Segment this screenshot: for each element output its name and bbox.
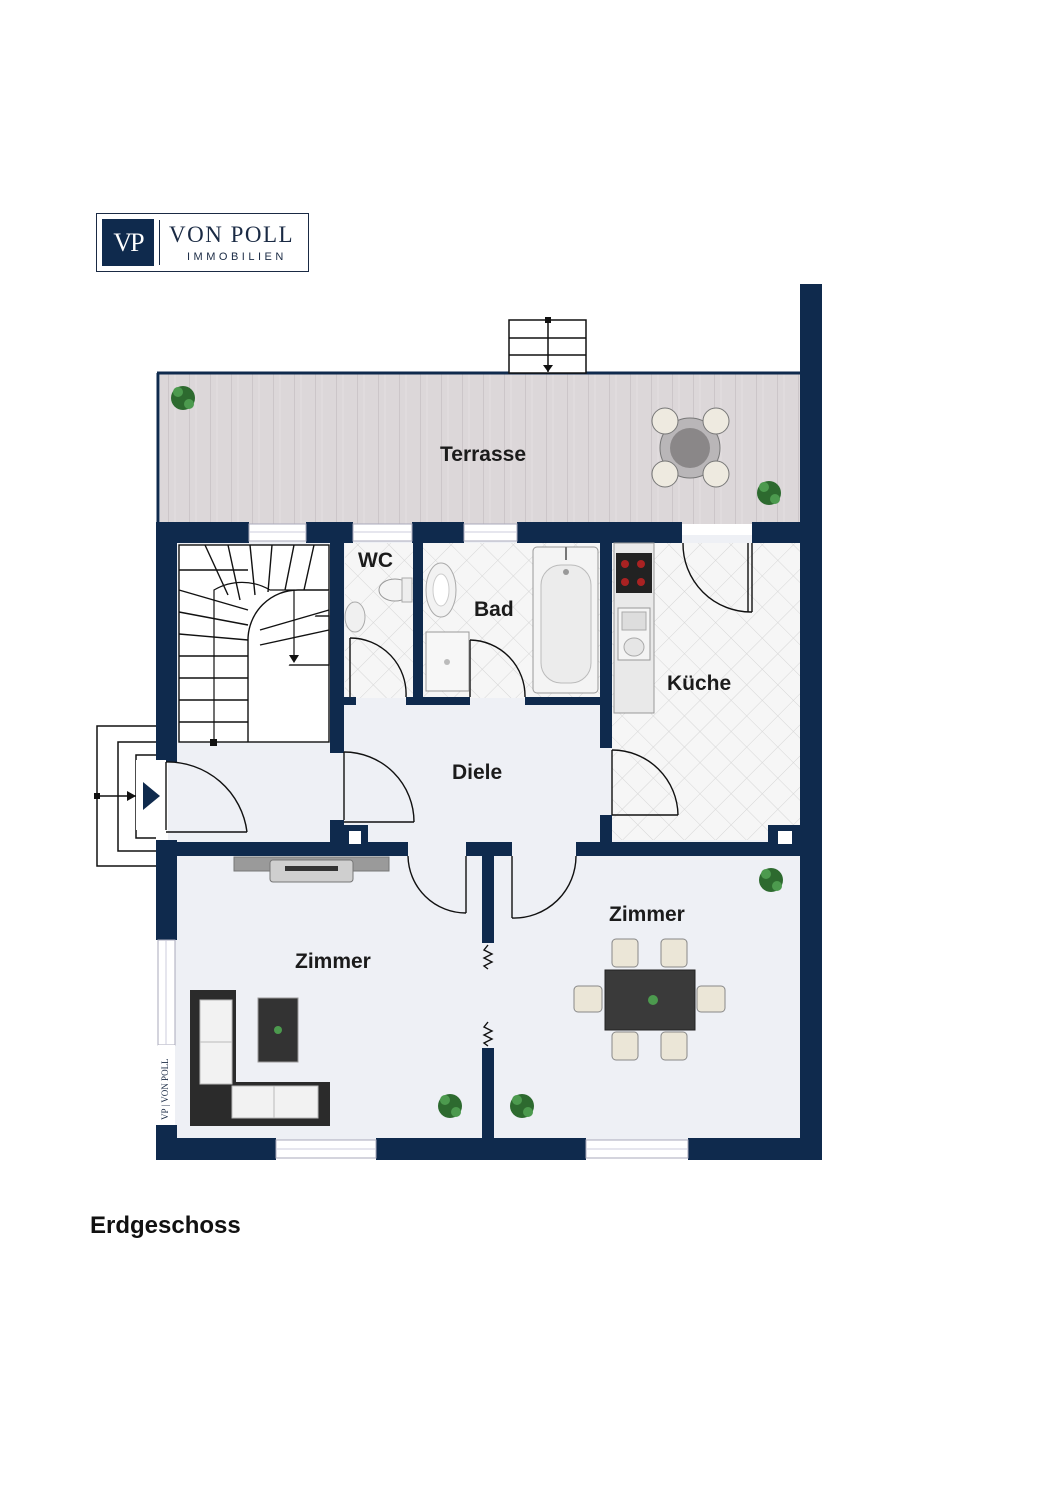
tv-sideboard <box>233 856 390 883</box>
windows <box>157 523 689 1159</box>
room-label-kueche: Küche <box>667 672 731 695</box>
room-label-zimmer-left: Zimmer <box>295 950 371 973</box>
pillar-inner <box>349 831 361 844</box>
room-label-bad: Bad <box>474 598 514 621</box>
logo-divider <box>159 220 160 265</box>
terrace-table-set <box>651 407 730 488</box>
floor-title: Erdgeschoss <box>90 1212 241 1239</box>
toilet-icon <box>378 577 413 603</box>
room-label-wc: WC <box>358 549 393 572</box>
kitchen-counter <box>613 542 655 714</box>
logo-mark: VP <box>102 219 154 266</box>
door-swings <box>165 542 753 919</box>
shower-icon <box>425 631 470 692</box>
sliding-wall-marker <box>482 944 494 970</box>
interior-staircase <box>178 544 330 743</box>
bathtub-icon <box>532 546 599 694</box>
entrance-arrow-icon <box>143 782 160 810</box>
svg-text:VP | VON POLL: VP | VON POLL <box>160 1058 170 1120</box>
room-label-zimmer-right: Zimmer <box>609 903 685 926</box>
pillar-inner-2 <box>778 831 792 844</box>
walls <box>156 284 822 1160</box>
room-label-diele: Diele <box>452 761 502 784</box>
sliding-wall-marker-2 <box>482 1021 494 1047</box>
coffee-table-icon <box>257 997 299 1063</box>
company-logo: VP VON POLL IMMOBILIEN <box>96 213 309 272</box>
sofa-icon <box>190 990 330 1126</box>
stair-marker <box>94 793 100 799</box>
dining-set-icon <box>573 938 726 1061</box>
terrace-stairs <box>508 317 587 374</box>
logo-name: VON POLL <box>169 222 295 247</box>
logo-subtitle: IMMOBILIEN <box>187 251 287 263</box>
room-label-terrasse: Terrasse <box>440 443 526 466</box>
wall-watermark-logo: VP | VON POLL <box>158 1045 175 1125</box>
bathroom-sink-icon <box>425 562 457 618</box>
wc-sink-icon <box>344 601 366 633</box>
stair-arrow <box>127 791 136 801</box>
